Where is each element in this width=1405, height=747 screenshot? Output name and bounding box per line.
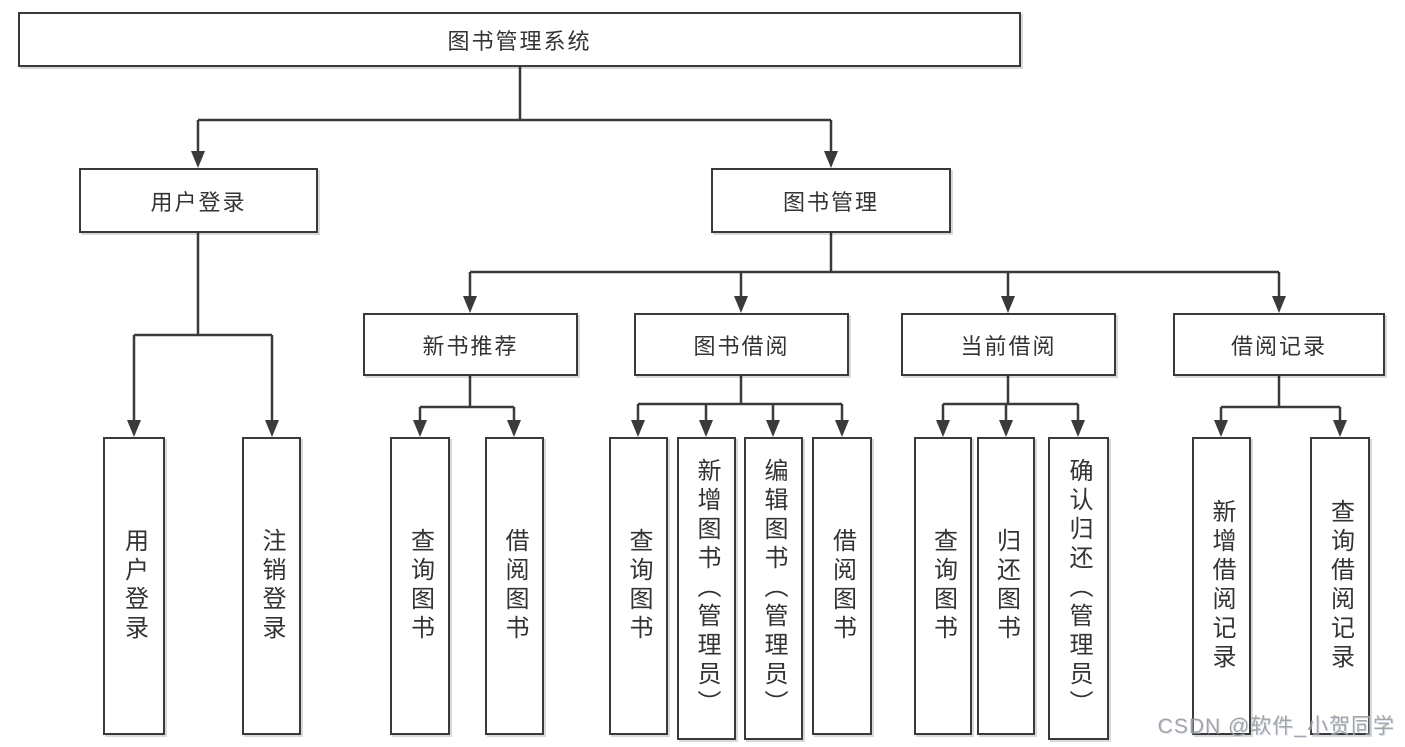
csdn-watermark: CSDN @软件_小贺同学 xyxy=(1157,715,1395,738)
node-book-borrowing: 图书借阅 xyxy=(634,313,849,376)
leaf-records-add-record: 新增借阅记录 xyxy=(1192,437,1251,735)
node-book-management: 图书管理 xyxy=(711,168,951,233)
arrowhead-icons xyxy=(127,151,1347,437)
leaf-borrowing-query-books: 查询图书 xyxy=(609,437,668,735)
leaf-user-login: 用户登录 xyxy=(103,437,165,735)
leaf-borrowing-edit-books-admin: 编辑图书（管理员） xyxy=(744,437,803,740)
node-user-login: 用户登录 xyxy=(79,168,318,233)
leaf-current-query-books: 查询图书 xyxy=(914,437,972,735)
leaf-recommend-borrow-books: 借阅图书 xyxy=(485,437,544,735)
leaf-borrowing-add-books-admin: 新增图书（管理员） xyxy=(677,437,736,740)
leaf-current-confirm-return-admin: 确认归还（管理员） xyxy=(1048,437,1109,740)
node-new-book-recommendation: 新书推荐 xyxy=(363,313,578,376)
leaf-borrowing-borrow-books: 借阅图书 xyxy=(812,437,872,735)
leaf-recommend-query-books: 查询图书 xyxy=(390,437,450,735)
leaf-current-return-books: 归还图书 xyxy=(977,437,1035,735)
leaf-logout: 注销登录 xyxy=(242,437,301,735)
leaf-records-query-record: 查询借阅记录 xyxy=(1310,437,1370,735)
node-current-borrowing: 当前借阅 xyxy=(901,313,1116,376)
node-borrowing-records: 借阅记录 xyxy=(1173,313,1385,376)
node-root-system: 图书管理系统 xyxy=(18,12,1021,67)
